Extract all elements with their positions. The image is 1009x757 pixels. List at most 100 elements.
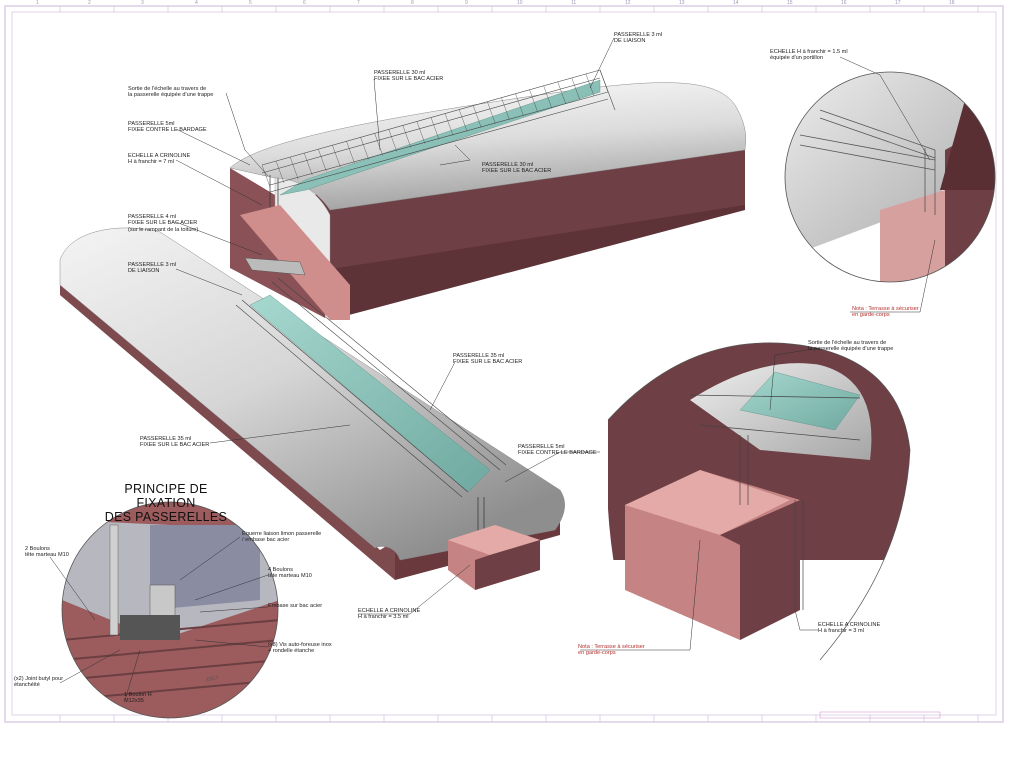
- callout-walkway-5ml-lower: PASSERELLE 5ml FIXEE CONTRE LE BARDAGE: [518, 444, 597, 457]
- section-title: PRINCIPE DE FIXATION DES PASSERELLES: [96, 482, 236, 524]
- railing-post: [416, 121, 426, 144]
- callout-line: / embase bac acier: [242, 537, 290, 544]
- grid-number: 2: [88, 0, 91, 6]
- grid-number: 15: [787, 0, 793, 6]
- railing-post: [557, 81, 566, 104]
- lower-building: [59, 227, 565, 590]
- railing-post: [501, 97, 510, 120]
- callout-walkway-30ml-top: PASSERELLE 30 ml FIXEE SUR LE BAC ACIER: [374, 70, 443, 83]
- section-title-line: PRINCIPE DE FIXATION: [124, 482, 208, 510]
- grid-number: 14: [733, 0, 739, 6]
- detail-circle-fixing: [61, 501, 279, 719]
- callout-line: PASSERELLE 3 ml: [614, 32, 663, 38]
- callout-line: tête marteau M10: [25, 552, 69, 559]
- callout-walkway-5ml-upper: PASSERELLE 5ml FIXEE CONTRE LE BARDAGE: [128, 121, 207, 134]
- callout-line: H à franchir = 7 ml: [128, 159, 174, 166]
- callout-line: DE LIAISON: [614, 38, 646, 45]
- callout-line: FIXEE SUR LE BAC ACIER: [374, 76, 444, 83]
- callout-line: H à franchir = 3.5 ml: [358, 614, 409, 621]
- note-terrace-top: Nota : Terrasse à sécuriser en garde-cor…: [852, 306, 919, 319]
- railing-post: [571, 77, 581, 100]
- callout-ladder-1-5ml: ECHELLE H à franchir = 1.5 ml équipée d'…: [770, 49, 848, 62]
- callout-upper-ladder-exit: Sortie de l'échelle au travers de la pas…: [128, 86, 213, 99]
- grid-number: 16: [841, 0, 847, 6]
- railing-post: [346, 141, 355, 164]
- callout-line: (x2) Joint butyl pour: [14, 676, 64, 682]
- grid-number: 10: [517, 0, 523, 6]
- callout-line: PASSERELLE 3 ml: [128, 262, 177, 268]
- connecting-walkway: [244, 257, 306, 276]
- callout-line: PASSERELLE 35 ml: [453, 353, 505, 359]
- grid-number: 5: [249, 0, 252, 6]
- callout-ladder-7ml: ECHELLE A CRINOLINE H à franchir = 7 ml: [128, 153, 190, 166]
- railing-post: [360, 137, 369, 160]
- callout-line: PASSERELLE 5ml: [128, 121, 175, 127]
- grid-number: 3: [141, 0, 144, 6]
- callout-line: tête marteau M10: [268, 573, 312, 580]
- railing-post: [487, 101, 496, 124]
- callout-line: FIXEE SUR LE BAC ACIER: [128, 220, 198, 227]
- callout-line: 4 Boulons: [268, 567, 293, 573]
- callout-line: FIXEE SUR LE BAC ACIER: [482, 168, 552, 175]
- railing-post: [374, 133, 383, 156]
- callout-line: M12x35: [124, 698, 144, 705]
- leader-lines: [49, 37, 936, 701]
- callout-line: PASSERELLE 4 ml: [128, 214, 177, 220]
- callout-walkway-35ml-left: PASSERELLE 35 ml FIXEE SUR LE BAC ACIER: [140, 436, 209, 449]
- railing-post: [585, 73, 595, 97]
- callout-line: (x8) Vis auto-foreuse inox: [268, 642, 332, 648]
- callout-line: ECHELLE A CRINOLINE: [128, 153, 191, 159]
- callout-walkway-3ml-lower: PASSERELLE 3 ml DE LIAISON: [128, 262, 176, 275]
- railing-post: [458, 109, 468, 132]
- grid-number: 9: [465, 0, 468, 6]
- callout-line: FIXEE CONTRE LE BARDAGE: [518, 450, 597, 457]
- detail-circle-ladder-portillon: [784, 71, 996, 283]
- callout-line: FIXEE SUR LE BAC ACIER: [140, 442, 210, 449]
- callout-line: Equerre liaison limon passerelle: [242, 531, 322, 537]
- section-title-line: DES PASSERELLES: [104, 510, 228, 524]
- callout-walkway-3ml-upper: PASSERELLE 3 ml DE LIAISON: [614, 32, 662, 45]
- grid-number: 8: [411, 0, 414, 6]
- railing-post: [402, 125, 412, 148]
- callout-line: PASSERELLE 30 ml: [374, 70, 426, 76]
- railing-post: [529, 89, 538, 112]
- callout-line: PASSERELLE 30 ml: [482, 162, 534, 168]
- note-terrace-bottom: Nota : Terrasse à sécuriser en garde-cor…: [578, 644, 645, 657]
- callout-2-bolts: 2 Boulons tête marteau M10: [25, 546, 69, 559]
- callout-screws: (x8) Vis auto-foreuse inox + rondelle ét…: [268, 642, 332, 655]
- grid-number: 13: [679, 0, 685, 6]
- callout-line: FIXEE SUR LE BAC ACIER: [453, 359, 523, 366]
- callout-line: équipée d'un portillon: [770, 55, 824, 62]
- callout-walkway-35ml-right: PASSERELLE 35 ml FIXEE SUR LE BAC ACIER: [453, 353, 522, 366]
- callout-line: Sortie de l'échelle au travers de: [128, 86, 207, 92]
- railing-post: [599, 69, 609, 93]
- callout-line: la passerelle équipée d'une trappe: [128, 92, 214, 99]
- callout-lower-ladder-exit: Sortie de l'échelle au travers de la pas…: [808, 340, 893, 353]
- callout-line: Nota : Terrasse à sécuriser: [852, 306, 919, 312]
- callout-line: Sortie de l'échelle au travers de: [808, 340, 887, 346]
- grid-number: 4: [195, 0, 198, 6]
- railing-post: [444, 113, 454, 136]
- railing-post: [318, 149, 327, 172]
- grid-number: 18: [949, 0, 955, 6]
- grid-number: 1: [36, 0, 39, 6]
- railing-post: [543, 85, 552, 108]
- callout-line: Embase sur bac acier: [268, 603, 323, 609]
- railing-post: [388, 129, 397, 152]
- callout-line: étanchéité: [14, 682, 40, 689]
- callout-h-bolt: 1 Boulon H M12x35: [124, 692, 152, 705]
- detail-terrace-ladder: [606, 342, 911, 661]
- railing-post: [261, 164, 271, 188]
- grid-number: 7: [357, 0, 360, 6]
- railing-post: [332, 145, 341, 168]
- callout-line: FIXEE CONTRE LE BARDAGE: [128, 127, 207, 134]
- grid-number: 6: [303, 0, 306, 6]
- callout-line: H à franchir = 3 ml: [818, 628, 864, 635]
- callout-line: ECHELLE A CRINOLINE: [358, 608, 421, 614]
- callout-line: 2 Boulons: [25, 546, 50, 552]
- callout-ladder-3-5ml: ECHELLE A CRINOLINE H à franchir = 3.5 m…: [358, 608, 420, 621]
- grid-number: 11: [571, 0, 577, 6]
- callout-walkway-30ml-side: PASSERELLE 30 ml FIXEE SUR LE BAC ACIER: [482, 162, 551, 175]
- callout-line: ECHELLE A CRINOLINE: [818, 622, 881, 628]
- railing-post: [289, 157, 299, 180]
